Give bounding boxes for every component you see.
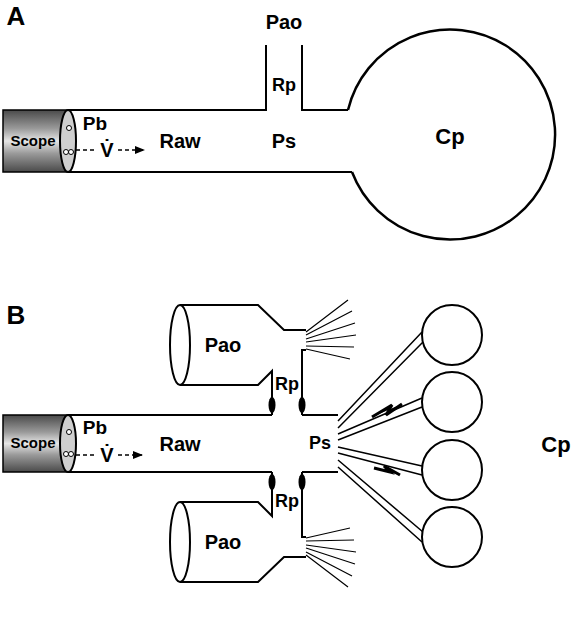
panel-letter: A: [7, 2, 26, 31]
resistance-label: Rp: [272, 76, 296, 96]
compliance-balloon: [348, 30, 555, 240]
node-text: Pao: [205, 531, 242, 553]
pressure-chamber-box: Pao: [190, 330, 256, 360]
pressure-label: Pb: [83, 418, 107, 439]
compliance-label-box: Cp: [400, 112, 500, 162]
resistance-label: Raw: [159, 130, 200, 152]
airway-tube: [68, 45, 352, 172]
flow-arrow: [118, 454, 142, 456]
node-text: Pao: [205, 334, 242, 356]
resistance-label: Raw: [159, 433, 200, 455]
compliance-label: Cp: [541, 433, 570, 457]
airway-tube: [68, 415, 338, 472]
scope-body: [3, 415, 68, 472]
pressure-label: Pb: [83, 114, 107, 135]
flow-arrow: [76, 149, 96, 151]
panel-letter: B: [7, 301, 26, 330]
flow-arrow: [76, 454, 96, 456]
resistance-label: Rp: [275, 375, 299, 395]
pressure-label: Pao: [266, 11, 303, 33]
node-text: Cp: [435, 125, 464, 149]
alveolar-units: [338, 305, 482, 567]
node-text: Scope: [10, 133, 55, 150]
scope-body: [3, 110, 68, 172]
node-text: Scope: [10, 435, 55, 452]
pressure-label: Ps: [309, 434, 331, 454]
flow-arrow: [118, 149, 144, 151]
scope-tip: [60, 415, 76, 472]
scope-label-box: Scope: [3, 110, 63, 172]
pressure-label: Ps: [272, 130, 296, 152]
scope-tip: [60, 110, 76, 172]
pressure-chamber: [170, 300, 356, 415]
pressure-chamber-box: Pao: [190, 527, 256, 557]
resistance-label: Rp: [275, 492, 299, 512]
scope-label-box: Scope: [3, 415, 63, 472]
flow-symbol: V̇: [100, 139, 113, 161]
flow-symbol: V̇: [100, 444, 113, 466]
